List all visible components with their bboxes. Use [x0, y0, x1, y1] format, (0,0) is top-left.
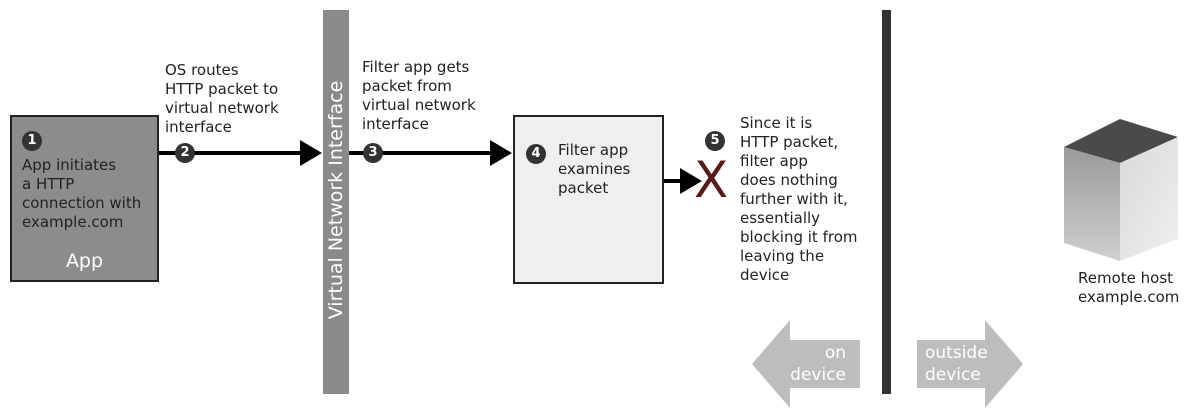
block-x-mark: X — [694, 151, 729, 209]
outside-device-label: outside device — [925, 343, 988, 385]
filter-app-box — [513, 115, 664, 284]
virtual-network-interface-bar — [323, 10, 349, 394]
arrow-head-to-vni — [300, 140, 322, 166]
step-2-badge: 2 — [175, 143, 195, 163]
arrow-app-to-vni — [159, 151, 301, 155]
arrow-head-blocked — [680, 168, 702, 194]
step-4-badge: 4 — [526, 144, 546, 164]
outside-device-arrow — [917, 320, 1023, 408]
on-device-arrow — [752, 320, 860, 408]
step-5-badge: 5 — [705, 131, 725, 151]
arrow-head-to-filter — [490, 140, 512, 166]
remote-host-server-icon — [1064, 119, 1178, 261]
step-1-badge: 1 — [22, 131, 42, 151]
arrow-vni-to-filter — [349, 151, 491, 155]
app-label: App — [65, 250, 104, 272]
remote-host-label: Remote host example.com — [1078, 269, 1180, 306]
step-3-badge: 3 — [363, 143, 383, 163]
on-device-label: on device — [790, 343, 846, 385]
step-4-text: Filter app examines packet — [558, 141, 631, 197]
step-3-text: Filter app gets packet from virtual netw… — [362, 58, 476, 133]
step-2-text: OS routes HTTP packet to virtual network… — [165, 61, 279, 136]
step-1-text: App initiates a HTTP connection with exa… — [22, 156, 142, 231]
step-5-text: Since it is HTTP packet, filter app does… — [740, 114, 858, 284]
virtual-network-interface-label: Virtual Network Interface — [325, 80, 347, 320]
arrow-filter-out — [664, 179, 682, 183]
device-boundary-line — [882, 10, 891, 394]
